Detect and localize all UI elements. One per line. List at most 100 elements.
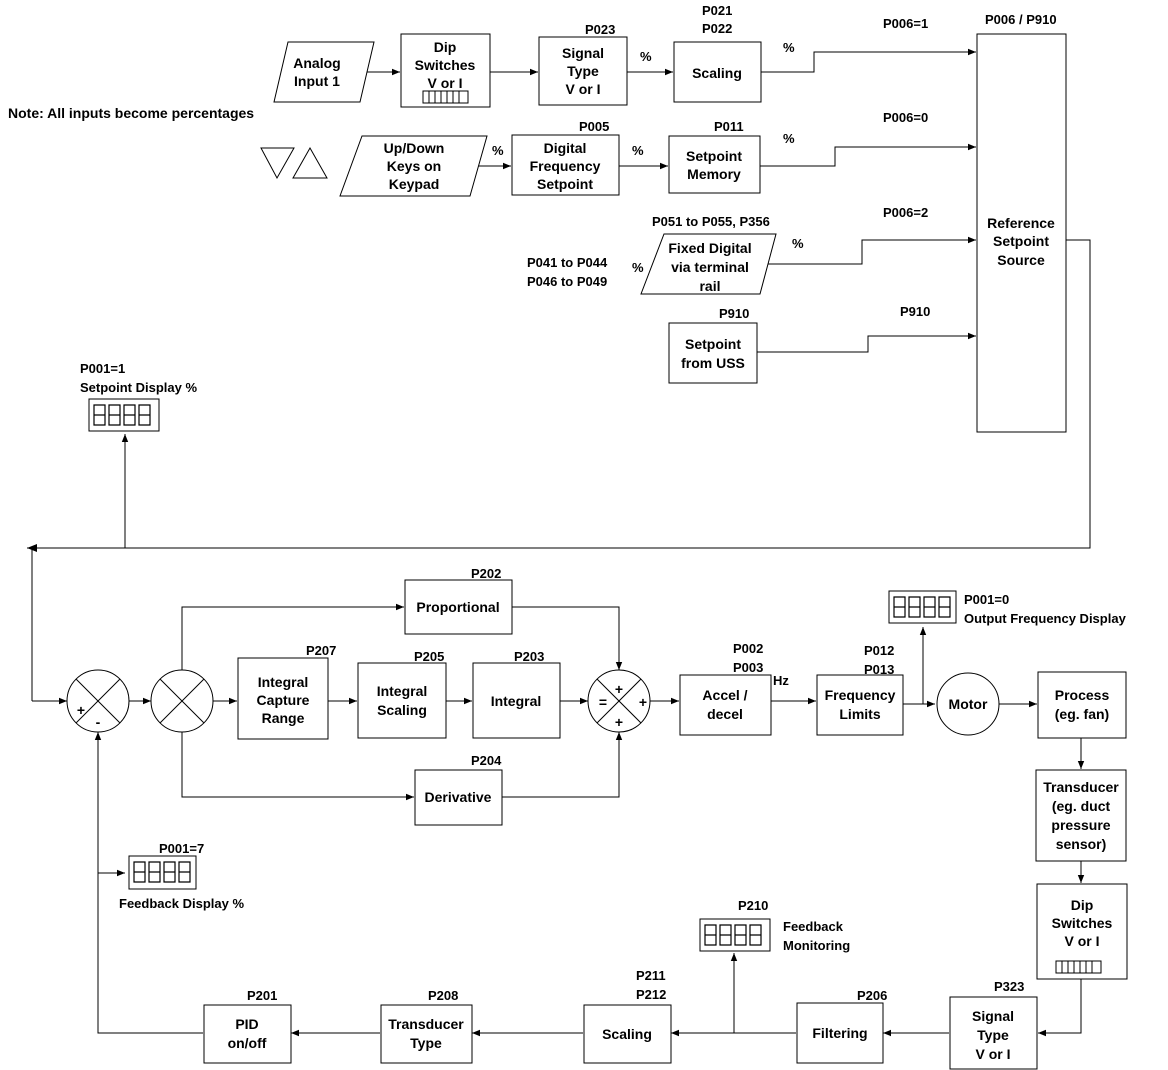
dip-switches-bottom-line1: Dip [1071, 897, 1094, 913]
param-p001-1: P001=1 [80, 361, 125, 376]
transducer-line2: (eg. duct [1052, 798, 1111, 814]
dip-switches-top-block: Dip Switches V or I [400, 33, 491, 108]
param-p041-p044: P041 to P044 [527, 255, 608, 270]
seven-segment-digit [704, 924, 717, 946]
signal-type-top-block: Signal Type V or I [538, 36, 628, 106]
setpoint-uss-line1: Setpoint [685, 336, 741, 352]
feedback-monitoring-display-digits [704, 924, 762, 946]
integral-scaling-line1: Integral [377, 683, 428, 699]
reference-source-line1: Reference [987, 215, 1055, 231]
note-text: Note: All inputs become percentages [8, 105, 254, 121]
junction3-plus-bottom: + [615, 714, 623, 730]
transducer-line4: sensor) [1056, 836, 1107, 852]
integral-capture-range-block: Integral Capture Range [237, 657, 329, 740]
feedback-display-label: Feedback Display % [119, 896, 244, 911]
accel-decel-line2: decel [707, 706, 743, 722]
top-connections [27, 48, 1091, 705]
seven-segment-digit [178, 861, 191, 883]
updown-keys-block: Up/Down Keys on Keypad [339, 135, 488, 197]
integral-block: Integral [472, 662, 561, 739]
seven-segment-digit [938, 596, 951, 618]
frequency-limits-block: Frequency Limits [816, 674, 904, 736]
unit-pct-5: % [783, 131, 795, 146]
accel-decel-line1: Accel / [702, 687, 747, 703]
setpoint-display [88, 398, 160, 432]
setpoint-uss-line2: from USS [681, 355, 745, 371]
param-p201: P201 [247, 988, 277, 1003]
setpoint-from-uss-block: Setpoint from USS [668, 322, 758, 384]
signal-type-top-line3: V or I [565, 81, 600, 97]
signal-type-top-line1: Signal [562, 45, 604, 61]
summing-junction-error [150, 669, 214, 733]
param-p910-line: P910 [900, 304, 930, 319]
param-p207: P207 [306, 643, 336, 658]
setpoint-memory-line1: Setpoint [686, 148, 742, 164]
derivative-label: Derivative [425, 789, 492, 805]
param-p212: P212 [636, 987, 666, 1002]
seven-segment-digit [893, 596, 906, 618]
param-p202: P202 [471, 566, 501, 581]
output-frequency-display-digits [893, 596, 951, 618]
junction3-equals: = [599, 694, 607, 710]
setpoint-display-label: Setpoint Display % [80, 380, 197, 395]
seven-segment-digit [749, 924, 762, 946]
transducer-line1: Transducer [1043, 779, 1119, 795]
param-p204: P204 [471, 753, 502, 768]
motor-block: Motor [936, 672, 1000, 736]
digital-freq-line2: Frequency [530, 158, 601, 174]
junction1-minus: - [96, 714, 101, 730]
param-p012: P012 [864, 643, 894, 658]
scaling-top-label: Scaling [692, 65, 742, 81]
dip-switches-bottom-line2: Switches [1052, 915, 1113, 931]
digital-frequency-setpoint-block: Digital Frequency Setpoint [511, 134, 620, 196]
dip-switches-bottom-line3: V or I [1064, 933, 1099, 949]
reference-setpoint-source-block: Reference Setpoint Source [976, 33, 1067, 433]
transducer-block: Transducer (eg. duct pressure sensor) [1035, 769, 1127, 862]
setpoint-memory-block: Setpoint Memory [668, 135, 761, 194]
feedback-display [128, 855, 197, 890]
transducer-type-block: Transducer Type [380, 1004, 473, 1064]
param-p003: P003 [733, 660, 763, 675]
digital-freq-line1: Digital [544, 140, 587, 156]
setpoint-display-digits [93, 404, 151, 426]
param-p006-0: P006=0 [883, 110, 928, 125]
reference-source-line2: Setpoint [993, 233, 1049, 249]
integral-scaling-line2: Scaling [377, 702, 427, 718]
frequency-limits-line1: Frequency [825, 687, 896, 703]
fixed-digital-line3: rail [699, 278, 720, 294]
filtering-label: Filtering [812, 1025, 867, 1041]
updown-keys-line2: Keys on [387, 158, 441, 174]
motor-label: Motor [949, 696, 988, 712]
updown-keys-icon [260, 146, 328, 180]
seven-segment-digit [163, 861, 176, 883]
unit-pct-3: % [492, 143, 504, 158]
output-frequency-display-label: Output Frequency Display [964, 611, 1127, 626]
updown-keys-line1: Up/Down [384, 140, 445, 156]
fixed-digital-block: Fixed Digital via terminal rail [640, 233, 777, 295]
process-block: Process (eg. fan) [1037, 671, 1127, 739]
param-p323: P323 [994, 979, 1024, 994]
param-p203: P203 [514, 649, 544, 664]
fixed-digital-line2: via terminal [671, 259, 749, 275]
param-p006-p910: P006 / P910 [985, 12, 1057, 27]
digital-freq-line3: Setpoint [537, 176, 593, 192]
param-p021: P021 [702, 3, 732, 18]
feedback-monitoring-line2: Monitoring [783, 938, 850, 953]
seven-segment-digit [133, 861, 146, 883]
dip-switches-top-line3: V or I [427, 75, 462, 91]
integral-capture-line2: Capture [257, 692, 310, 708]
param-p211: P211 [636, 968, 666, 983]
updown-keys-line3: Keypad [389, 176, 440, 192]
integral-capture-line3: Range [262, 710, 305, 726]
signal-type-bottom-line2: Type [977, 1027, 1009, 1043]
proportional-label: Proportional [416, 599, 499, 615]
filtering-block: Filtering [796, 1002, 884, 1064]
pid-onoff-line1: PID [235, 1016, 258, 1032]
reference-source-line3: Source [997, 252, 1045, 268]
unit-pct-6: % [792, 236, 804, 251]
param-p208: P208 [428, 988, 458, 1003]
transducer-line3: pressure [1051, 817, 1110, 833]
dip-switch-icon [422, 90, 469, 104]
dip-switches-bottom-block: Dip Switches V or I [1036, 883, 1128, 980]
